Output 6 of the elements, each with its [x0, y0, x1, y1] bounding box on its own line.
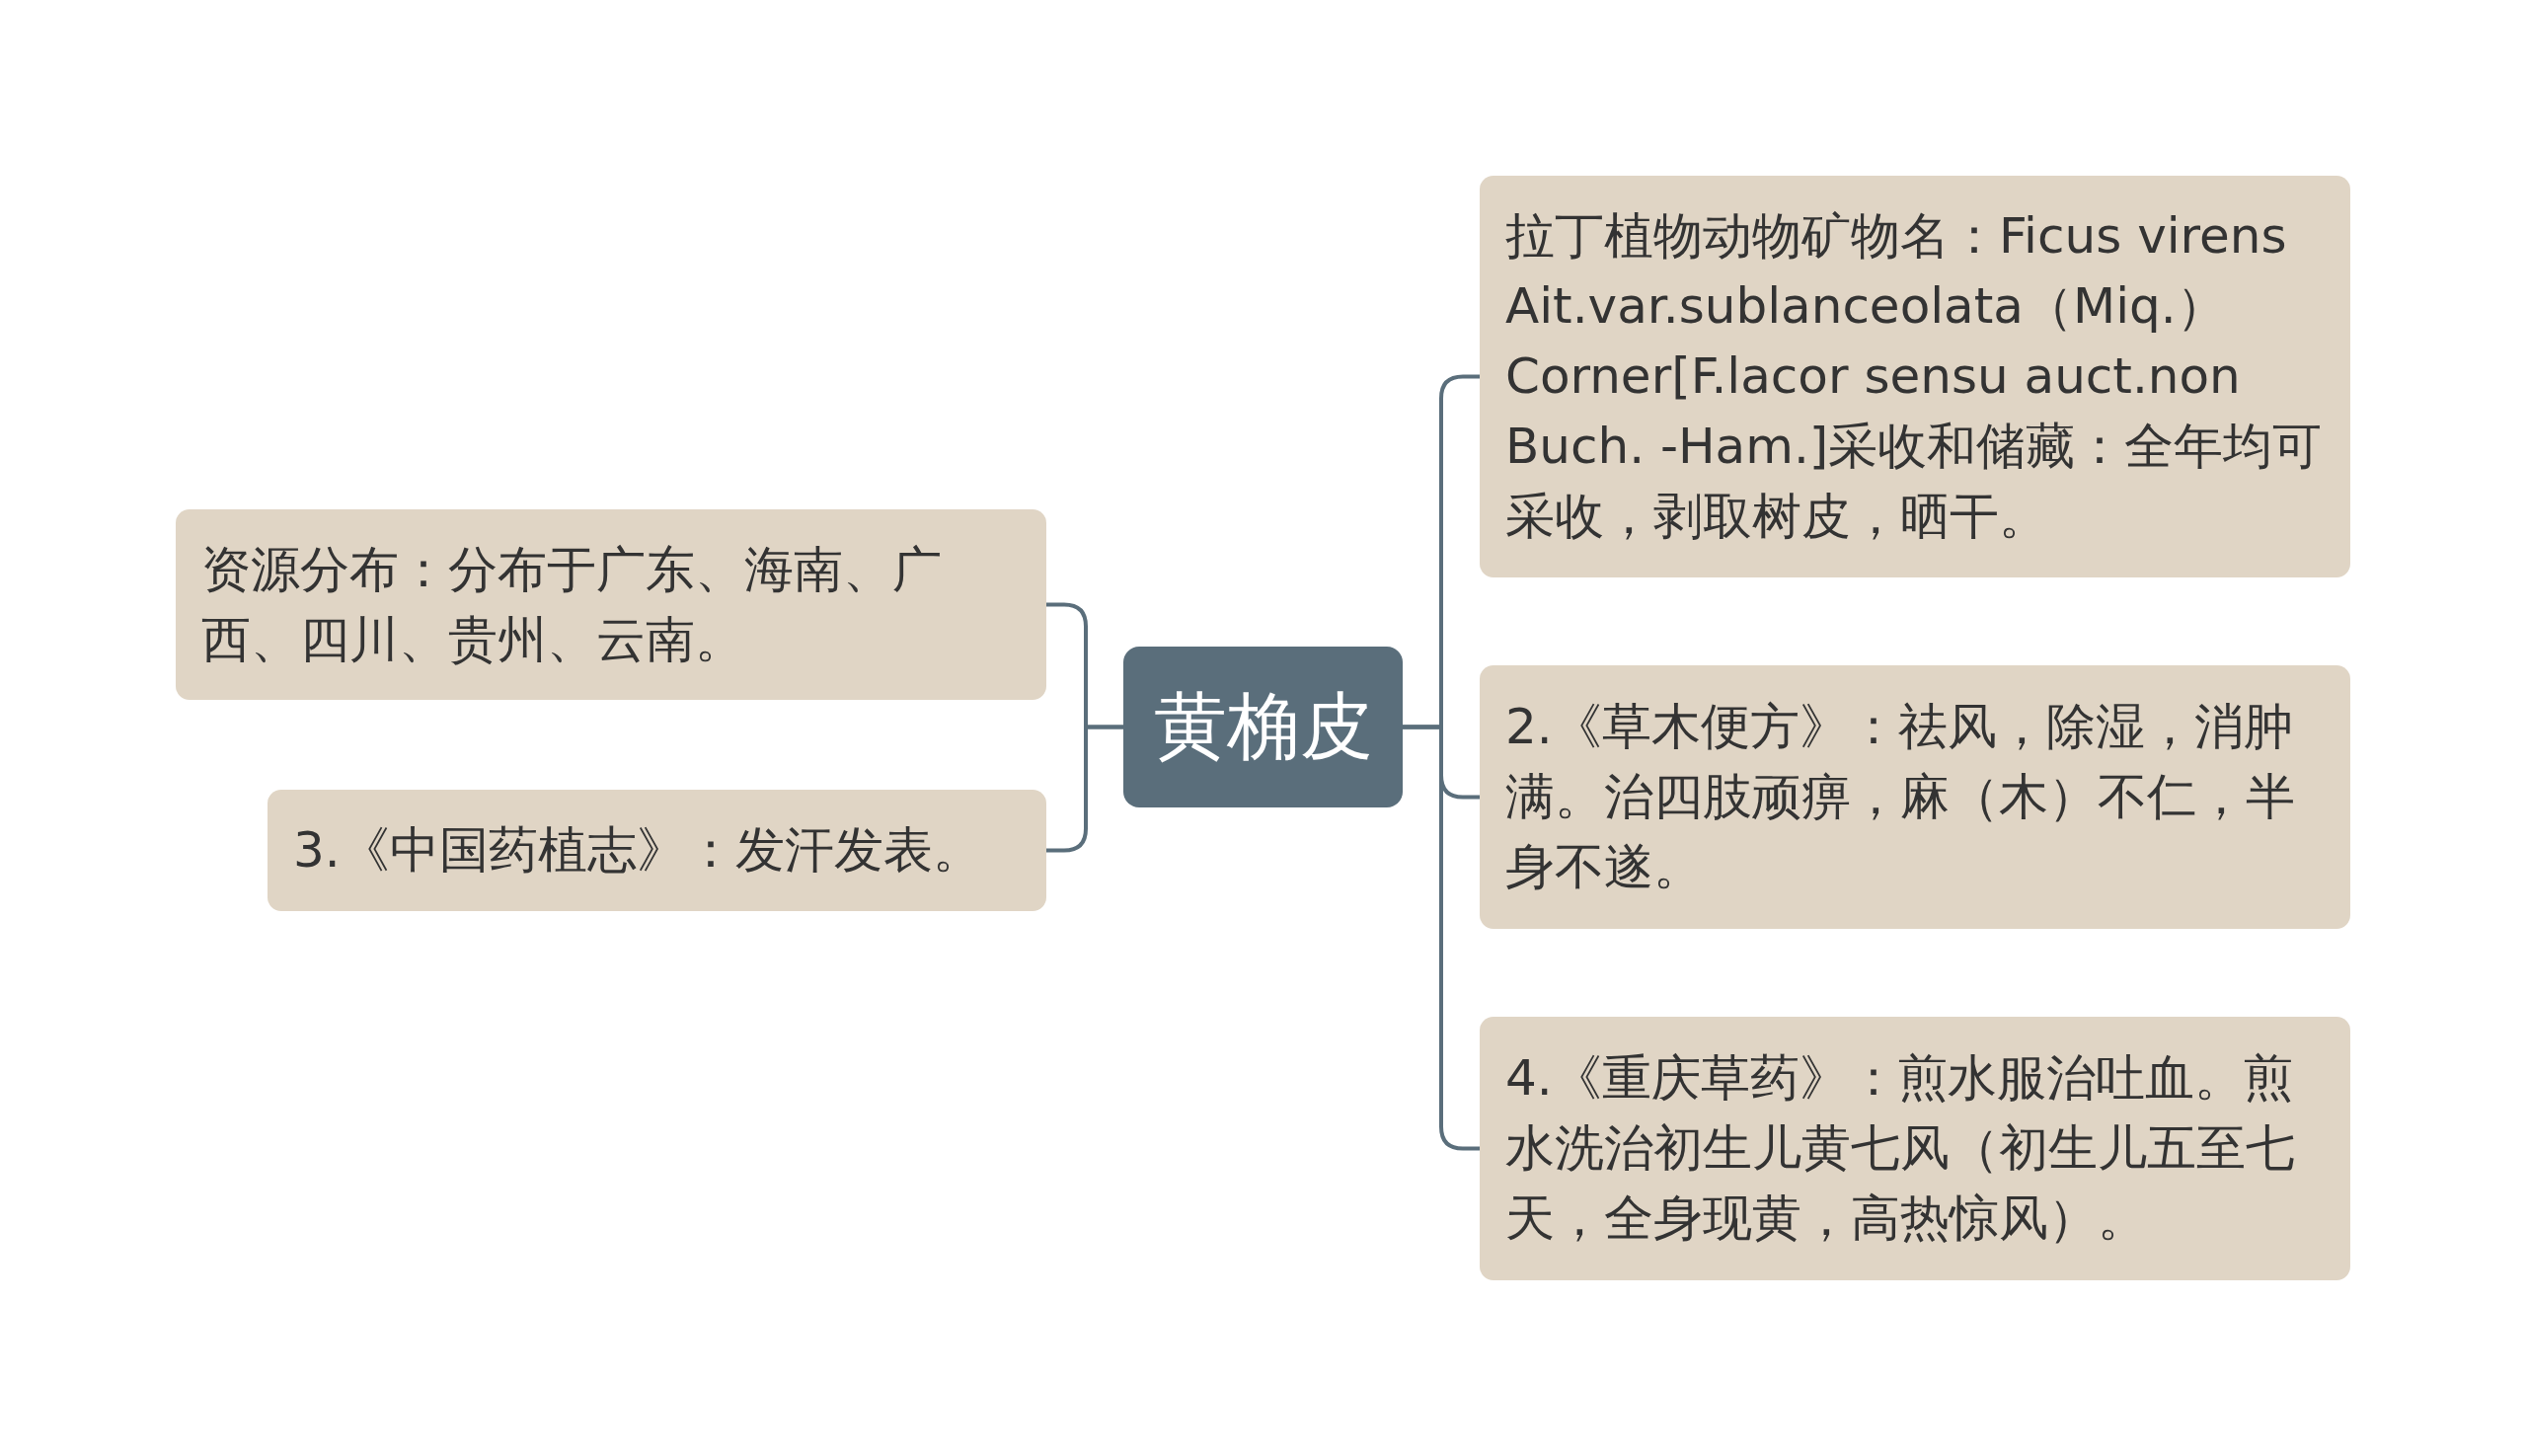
topic-box: 2.《草木便方》：祛风，除湿，消肿满。治四肢顽痹，麻（木）不仁，半身不遂。	[1480, 665, 2350, 929]
central-topic-box: 黄桷皮	[1123, 647, 1403, 807]
topic-box: 资源分布：分布于广东、海南、广西、四川、贵州、云南。	[176, 509, 1046, 700]
topic-box: 拉丁植物动物矿物名：Ficus virens Ait.var.sublanceolata（Miq.）Corner[F.lacor sensu auct.non Buch. -Ham.]采收和储藏：全年均可采收，剥取树皮，晒干。	[1480, 176, 2350, 577]
topic-box: 4.《重庆草药》：煎水服治吐血。煎水洗治初生儿黄七风（初生儿五至七天，全身现黄，高热惊风）。	[1480, 1017, 2350, 1280]
topic-box: 3.《中国药植志》：发汗发表。	[268, 790, 1046, 911]
